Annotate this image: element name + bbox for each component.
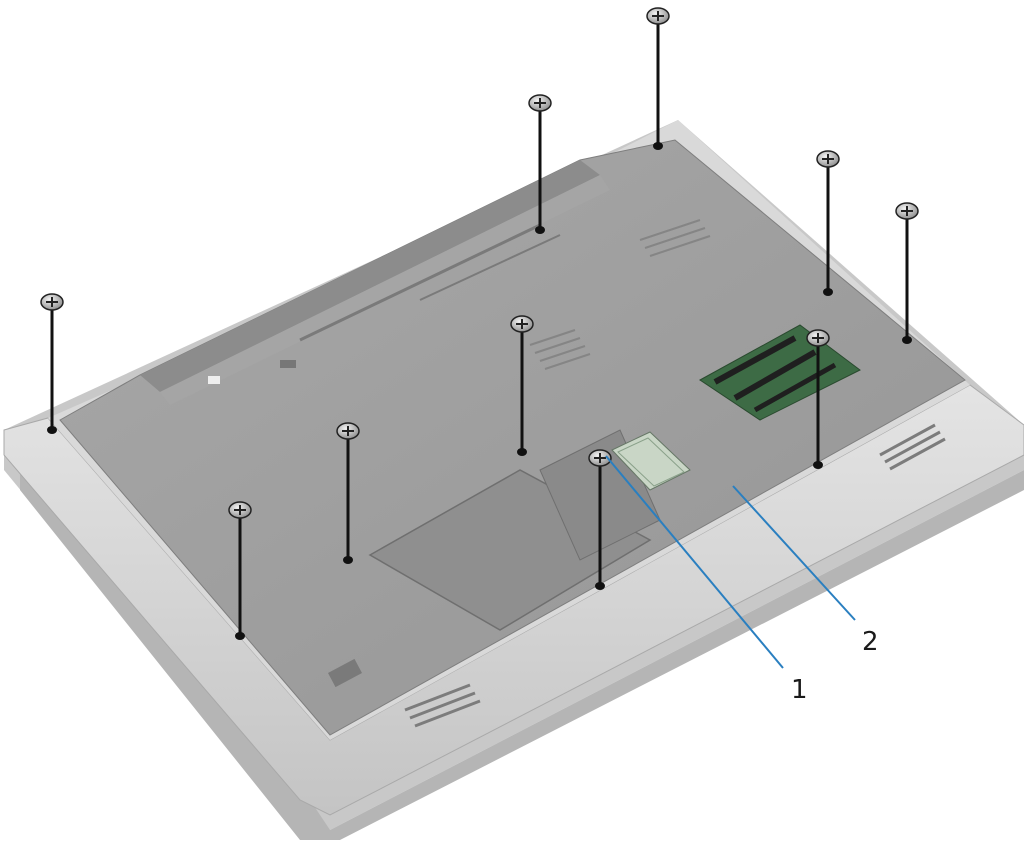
screw <box>816 150 840 296</box>
screw <box>40 293 64 434</box>
wireless-card <box>611 431 691 491</box>
vent-grille <box>529 219 711 370</box>
screw <box>336 422 360 564</box>
screw <box>510 315 534 456</box>
screw <box>528 94 552 234</box>
screw <box>806 329 830 469</box>
screw <box>228 501 252 640</box>
base-panel <box>59 139 966 736</box>
screw <box>895 202 919 344</box>
frame-vents <box>404 423 946 728</box>
callout-label-1: 1 <box>791 675 808 705</box>
screws <box>40 7 919 640</box>
screw <box>646 7 670 150</box>
screw <box>588 449 612 590</box>
callout-1: 1 <box>605 455 808 705</box>
callout-2: 2 <box>732 485 879 657</box>
leader-line-2 <box>732 485 856 621</box>
callout-label-2: 2 <box>862 627 879 657</box>
leader-line-1 <box>605 455 784 669</box>
memory-module <box>699 324 861 421</box>
